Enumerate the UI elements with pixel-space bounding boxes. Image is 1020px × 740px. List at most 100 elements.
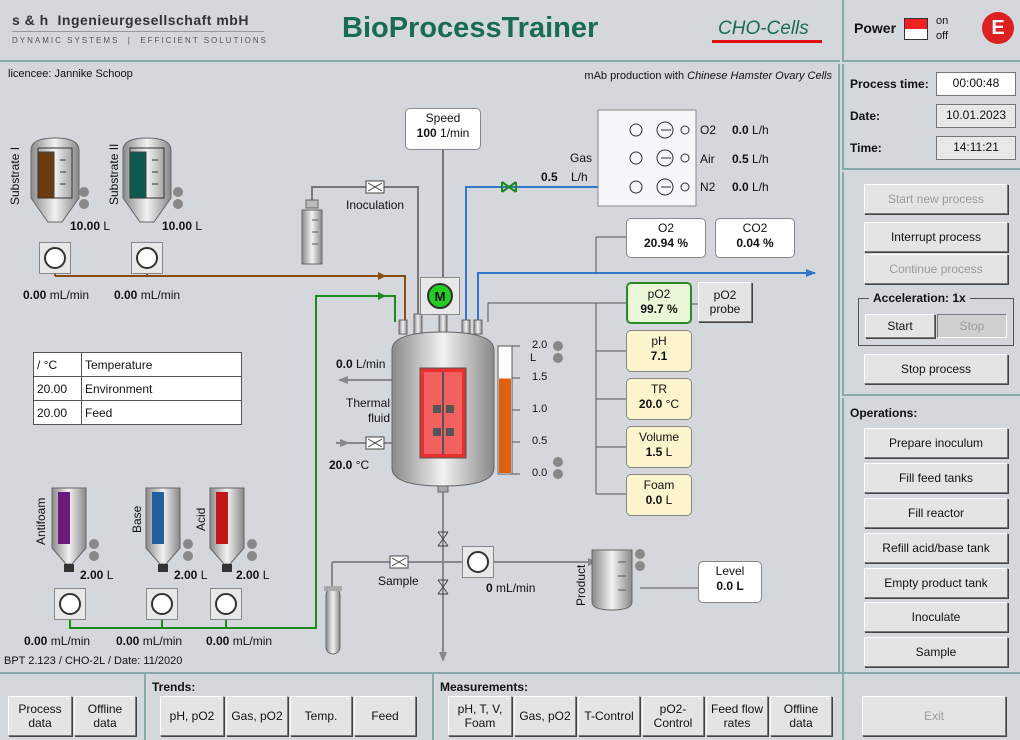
outlet-valve-1-icon xyxy=(437,531,449,547)
operations-panel: Operations: Prepare inoculum Fill feed t… xyxy=(842,398,1020,672)
stop-process-button[interactable]: Stop process xyxy=(864,354,1008,384)
co2-offgas-box[interactable]: CO2 0.04 % xyxy=(715,218,795,258)
meas-t-control-button[interactable]: T-Control xyxy=(578,696,640,736)
acceleration-start-button[interactable]: Start xyxy=(865,314,935,338)
level-value: 0.0 L xyxy=(716,579,744,593)
gas-pipe xyxy=(465,186,610,322)
sample-button[interactable]: Sample xyxy=(864,637,1008,667)
co2-value: 0.04 % xyxy=(736,236,774,250)
measurements-title: Measurements: xyxy=(440,680,529,694)
company-underline xyxy=(12,31,264,32)
volume-label: Volume xyxy=(638,430,680,444)
process-data-button[interactable]: Process data xyxy=(8,696,72,736)
process-time-label: Process time: xyxy=(850,77,929,91)
speed-value: 100 1/min xyxy=(416,126,470,140)
base-pump-icon[interactable] xyxy=(146,588,178,620)
level-indicator-dot-icon xyxy=(553,341,563,351)
trend-ph-po2-button[interactable]: pH, pO2 xyxy=(160,696,224,736)
exit-button[interactable]: Exit xyxy=(862,696,1006,736)
control-panel: Start new process Interrupt process Cont… xyxy=(842,172,1020,396)
level-scale-15: 1.5 xyxy=(532,371,548,383)
substrate2-tank-icon xyxy=(122,137,183,223)
speed-box[interactable]: Speed 100 1/min xyxy=(405,108,481,150)
gas-flow-unit: L/h xyxy=(571,170,588,184)
ph-label: pH xyxy=(651,334,667,348)
offline-data-button[interactable]: Offline data xyxy=(74,696,136,736)
trend-gas-po2-button[interactable]: Gas, pO2 xyxy=(226,696,288,736)
header-bar: s & h Ingenieurgesellschaft mbH DYNAMIC … xyxy=(0,0,840,62)
cell-type-underline xyxy=(712,40,822,43)
time-label: Time: xyxy=(850,141,882,155)
level-scale-2: 2.0 xyxy=(532,339,548,351)
power-panel: Power on off E xyxy=(842,0,1020,62)
gas-valve-icon xyxy=(501,181,517,193)
speed-label: Speed xyxy=(425,111,461,125)
meas-offline-data-button[interactable]: Offline data xyxy=(770,696,832,736)
interrupt-process-button[interactable]: Interrupt process xyxy=(864,222,1008,252)
licencee-label: licencee: Jannike Schoop xyxy=(8,68,133,80)
co2-label: CO2 xyxy=(742,221,768,235)
acid-flow: 0.00 mL/min xyxy=(206,634,273,648)
prepare-inoculum-button[interactable]: Prepare inoculum xyxy=(864,428,1008,458)
motor-icon[interactable]: M xyxy=(420,277,460,315)
acid-pump-icon[interactable] xyxy=(210,588,242,620)
continue-process-button[interactable]: Continue process xyxy=(864,254,1008,284)
time-field: 14:11:21 xyxy=(936,136,1016,160)
exit-logo-icon[interactable]: E xyxy=(982,12,1014,44)
fill-feed-tanks-button[interactable]: Fill feed tanks xyxy=(864,463,1008,493)
level-scale-05: 0.5 xyxy=(532,435,548,447)
pipe-network xyxy=(30,109,816,662)
meas-ph-t-v-foam-button[interactable]: pH, T, V, Foam xyxy=(448,696,512,736)
o2-offgas-box[interactable]: O2 20.94 % xyxy=(626,218,706,258)
acid-volume: 2.00 L xyxy=(236,568,270,582)
substrate1-pump-icon[interactable] xyxy=(39,242,71,274)
po2-box[interactable]: pO2 99.7 % xyxy=(626,282,692,324)
substrate1-label: Substrate I xyxy=(8,146,22,205)
power-switch[interactable] xyxy=(904,18,928,40)
date-field: 10.01.2023 xyxy=(936,104,1016,128)
tr-value: 20.0 °C xyxy=(638,397,680,411)
trend-feed-button[interactable]: Feed xyxy=(354,696,416,736)
ph-box[interactable]: pH 7.1 xyxy=(626,330,692,372)
level-scale-unit: L xyxy=(530,352,537,364)
tr-box[interactable]: TR 20.0 °C xyxy=(626,378,692,420)
substrate2-pump-icon[interactable] xyxy=(131,242,163,274)
gas-control-box xyxy=(597,109,697,207)
gas-flow-value: 0.5 xyxy=(541,170,558,184)
start-new-process-button[interactable]: Start new process xyxy=(864,184,1008,214)
fill-reactor-button[interactable]: Fill reactor xyxy=(864,498,1008,528)
thermal-out-arrow-icon xyxy=(338,376,348,384)
refill-acid-base-button[interactable]: Refill acid/base tank xyxy=(864,533,1008,563)
acid-bottle-icon xyxy=(209,487,257,572)
bottom-bar: Process data Offline data Trends: pH, pO… xyxy=(0,672,1020,740)
inoculation-pipe xyxy=(311,186,419,322)
antifoam-pump-icon[interactable] xyxy=(54,588,86,620)
inoculate-button[interactable]: Inoculate xyxy=(864,602,1008,632)
inoculation-bottle-icon xyxy=(301,199,323,265)
level-label: Level xyxy=(715,564,745,578)
acid-base-pipe xyxy=(69,295,396,629)
meas-po2-control-button[interactable]: pO2- Control xyxy=(642,696,704,736)
empty-product-tank-button[interactable]: Empty product tank xyxy=(864,568,1008,598)
trend-temp-button[interactable]: Temp. xyxy=(290,696,352,736)
thermal-temperature: 20.0 °C xyxy=(329,458,370,472)
level-box[interactable]: Level 0.0 L xyxy=(698,561,762,603)
motor-label: M xyxy=(427,283,453,309)
foam-box[interactable]: Foam 0.0 L xyxy=(626,474,692,516)
volume-box[interactable]: Volume 1.5 L xyxy=(626,426,692,468)
acceleration-stop-button[interactable]: Stop xyxy=(937,314,1007,338)
po2-value: 99.7 % xyxy=(640,302,678,316)
gas-label: Gas xyxy=(570,151,593,165)
meas-gas-po2-button[interactable]: Gas, pO2 xyxy=(514,696,576,736)
product-pump-icon[interactable] xyxy=(462,546,494,578)
production-label: mAb production with Chinese Hamster Ovar… xyxy=(584,70,832,82)
meas-feed-flow-rates-button[interactable]: Feed flow rates xyxy=(706,696,768,736)
substrate2-volume: 10.00 L xyxy=(162,219,203,233)
antifoam-volume: 2.00 L xyxy=(80,568,114,582)
